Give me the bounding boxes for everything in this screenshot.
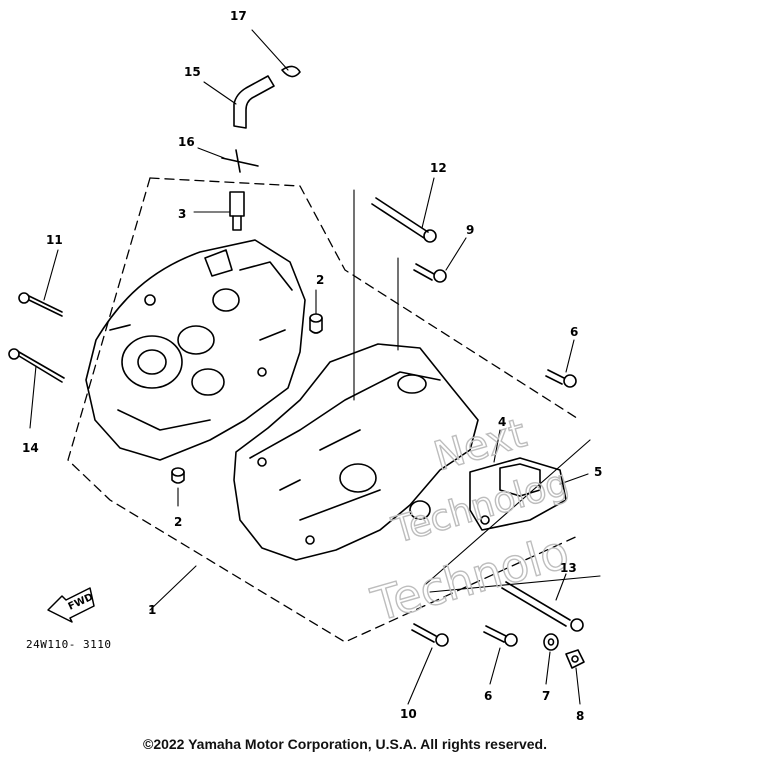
- callout-1: 1: [148, 603, 156, 617]
- dowel-pin-2-upper: [309, 313, 323, 334]
- callout-2-lower: 2: [174, 515, 182, 529]
- fwd-arrow: [47, 587, 95, 623]
- right-crankcase-half: [233, 343, 479, 561]
- callout-3: 3: [178, 207, 186, 221]
- oil-pump: [469, 457, 567, 531]
- callout-13: 13: [560, 561, 577, 575]
- callout-12: 12: [430, 161, 447, 175]
- leader-lines: [29, 29, 601, 705]
- callout-9: 9: [466, 223, 474, 237]
- bolt-14: [8, 348, 65, 383]
- callout-15: 15: [184, 65, 201, 79]
- copyright-notice: ©2022 Yamaha Motor Corporation, U.S.A. A…: [143, 736, 547, 752]
- callout-6-lower: 6: [484, 689, 492, 703]
- left-crankcase-half: [85, 239, 306, 461]
- callout-2-upper: 2: [316, 273, 324, 287]
- neutral-switch: [193, 191, 245, 231]
- callout-10: 10: [400, 707, 417, 721]
- assembly-outline: [67, 177, 581, 643]
- watermark: Next Technolog Technolo: [365, 410, 576, 633]
- bolt-10: [411, 623, 449, 647]
- callout-7: 7: [542, 689, 550, 703]
- callout-6-upper: 6: [570, 325, 578, 339]
- callouts: 17 15 16 3 11 2 14 2 1 12 9 6 4 5 13 10 …: [22, 9, 602, 723]
- figure-id: 24W110- 3110: [26, 638, 112, 651]
- dowel-pin-2-lower: [171, 467, 185, 484]
- callout-4: 4: [498, 415, 506, 429]
- callout-11: 11: [46, 233, 63, 247]
- fwd-arrow-label: FWD: [67, 592, 95, 613]
- callout-14: 14: [22, 441, 39, 455]
- callout-5: 5: [594, 465, 602, 479]
- bolt-9: [413, 263, 447, 283]
- washer-7: [543, 633, 559, 651]
- bolt-12: [371, 197, 437, 243]
- breather-hose: [233, 75, 275, 129]
- bolt-6-upper: [545, 369, 577, 388]
- bolt-11: [18, 292, 63, 317]
- plug-8: [565, 649, 585, 669]
- callout-17: 17: [230, 9, 247, 23]
- callout-8: 8: [576, 709, 584, 723]
- bolt-6-lower: [483, 625, 518, 647]
- callout-16: 16: [178, 135, 195, 149]
- bolt-13: [501, 581, 584, 632]
- hose-clamp: [221, 65, 301, 173]
